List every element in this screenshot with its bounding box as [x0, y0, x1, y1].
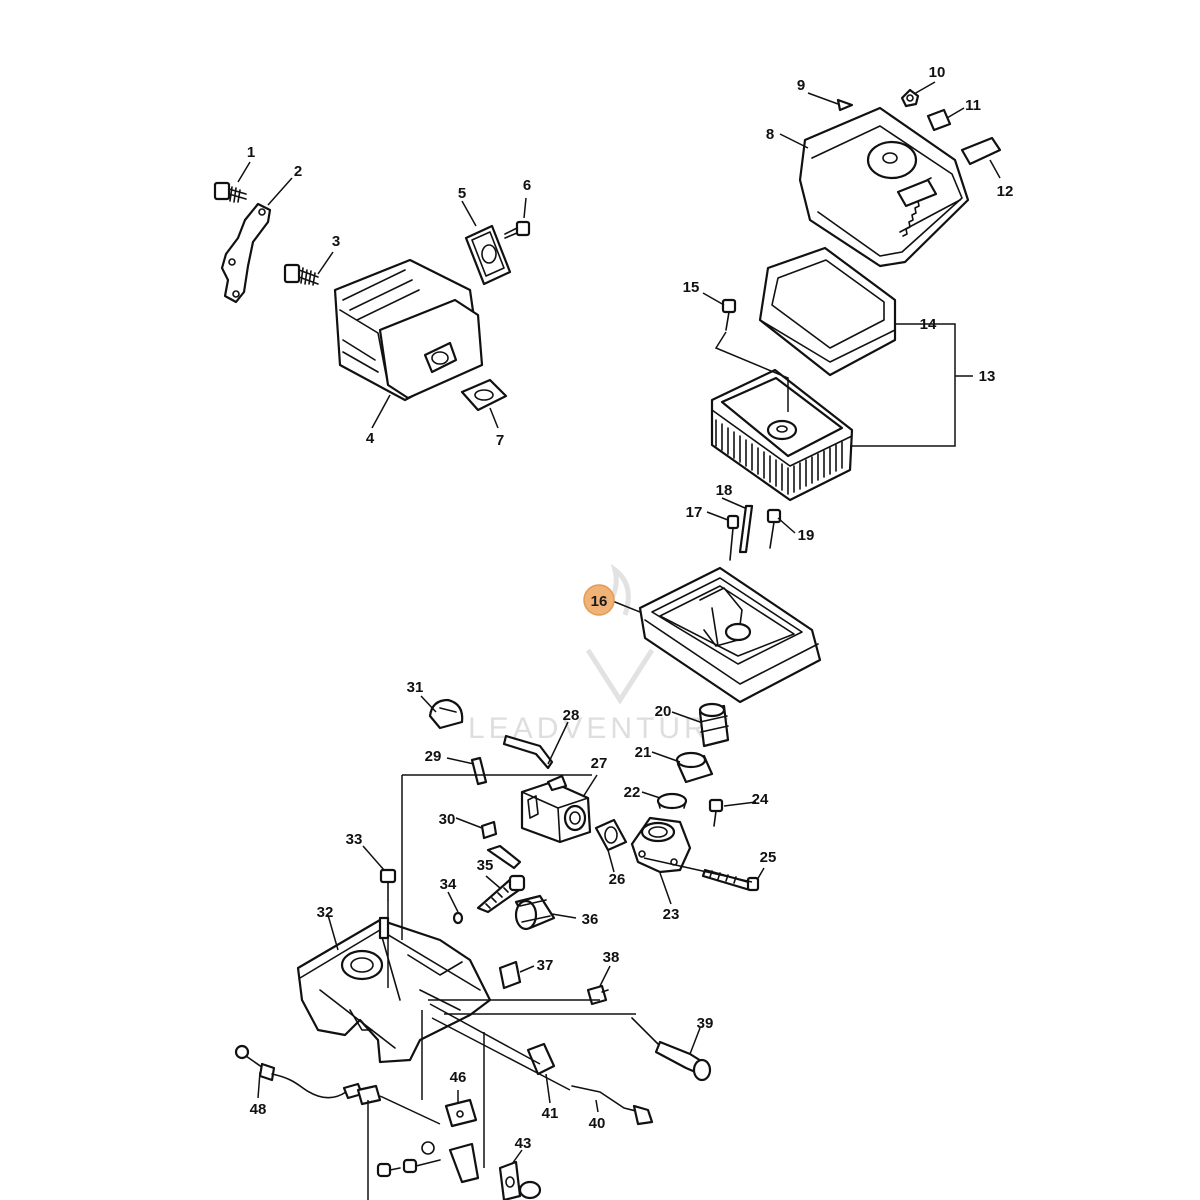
callout-32[interactable]: 32 — [317, 904, 334, 921]
part-4-muffler[interactable] — [333, 258, 484, 402]
callout-39[interactable]: 39 — [697, 1015, 714, 1032]
callout-3[interactable]: 3 — [332, 233, 340, 250]
part-40-rod[interactable] — [571, 1085, 654, 1126]
callout-18[interactable]: 18 — [716, 482, 733, 499]
part-28-hose[interactable] — [502, 734, 554, 770]
part-34-o-ring[interactable] — [452, 911, 464, 925]
part-1-screw[interactable] — [213, 181, 247, 203]
part-23-manifold[interactable] — [630, 816, 692, 874]
part-17-stud[interactable] — [726, 514, 740, 561]
callout-41[interactable]: 41 — [542, 1105, 559, 1122]
callout-8[interactable]: 8 — [766, 126, 774, 143]
part-9-clip[interactable] — [836, 98, 854, 112]
callout-9[interactable]: 9 — [797, 77, 805, 94]
callout-24[interactable]: 24 — [752, 791, 769, 808]
callout-28[interactable]: 28 — [563, 707, 580, 724]
callout-14[interactable]: 14 — [920, 316, 937, 333]
part-15-screw[interactable] — [721, 298, 737, 331]
callout-labels: 1 2 3 4 5 6 7 8 9 10 11 12 13 14 15 16 1… — [247, 64, 1014, 1152]
part-43-washer[interactable] — [498, 1160, 542, 1200]
part-36-roller[interactable] — [514, 894, 556, 931]
callout-5[interactable]: 5 — [458, 185, 466, 202]
callout-46[interactable]: 46 — [450, 1069, 467, 1086]
callout-30[interactable]: 30 — [439, 811, 456, 828]
part-27-carburetor[interactable] — [520, 774, 592, 844]
part-19-screw[interactable] — [766, 508, 782, 549]
part-16-filter-base[interactable] — [638, 566, 822, 704]
part-20-insert[interactable] — [698, 702, 730, 748]
callout-12[interactable]: 12 — [997, 183, 1014, 200]
part-5-gasket[interactable] — [464, 224, 512, 286]
callout-11[interactable]: 11 — [965, 97, 981, 114]
callout-34[interactable]: 34 — [440, 876, 457, 893]
part-31-cap[interactable] — [428, 698, 464, 730]
part-41-block[interactable] — [526, 1042, 556, 1076]
callout-2[interactable]: 2 — [294, 163, 302, 180]
part-38-clip[interactable] — [586, 984, 609, 1006]
callout-6[interactable]: 6 — [523, 177, 531, 194]
callout-1[interactable]: 1 — [247, 144, 255, 161]
callout-38[interactable]: 38 — [603, 949, 620, 966]
part-13-air-filter[interactable] — [710, 368, 854, 502]
callout-21[interactable]: 21 — [635, 744, 652, 761]
callout-highlight-16 — [583, 584, 615, 616]
callout-7[interactable]: 7 — [496, 432, 504, 449]
part-35-screw[interactable] — [476, 874, 526, 914]
part-12-label[interactable] — [960, 136, 1002, 166]
callout-37[interactable]: 37 — [537, 957, 554, 974]
callout-26[interactable]: 26 — [609, 871, 626, 888]
part-18-stud[interactable] — [738, 504, 754, 554]
callout-29[interactable]: 29 — [425, 748, 442, 765]
callout-15[interactable]: 15 — [683, 279, 700, 296]
callout-35[interactable]: 35 — [477, 857, 494, 874]
part-22-ring[interactable] — [656, 792, 688, 810]
callout-40[interactable]: 40 — [589, 1115, 606, 1132]
callout-22[interactable]: 22 — [624, 784, 641, 801]
part-8-filter-cover[interactable] — [798, 106, 970, 268]
callout-20[interactable]: 20 — [655, 703, 672, 720]
part-44-bracket[interactable] — [421, 1141, 480, 1184]
part-24-screw[interactable] — [708, 798, 724, 827]
part-21-ring[interactable] — [675, 751, 714, 784]
callout-43[interactable]: 43 — [515, 1135, 532, 1152]
part-46-bracket[interactable] — [444, 1098, 478, 1128]
part-29-tube[interactable] — [470, 756, 488, 786]
callout-36[interactable]: 36 — [582, 911, 599, 928]
part-26-gasket[interactable] — [594, 818, 628, 852]
callout-25[interactable]: 25 — [760, 849, 777, 866]
part-45-screws[interactable] — [376, 1158, 441, 1178]
part-2-bracket[interactable] — [220, 202, 272, 304]
part-6-screw[interactable] — [504, 220, 531, 239]
callout-27[interactable]: 27 — [591, 755, 608, 772]
callout-10[interactable]: 10 — [929, 64, 946, 81]
callout-13[interactable]: 13 — [979, 368, 996, 385]
part-32-chassis[interactable] — [296, 916, 492, 1064]
callout-31[interactable]: 31 — [407, 679, 424, 696]
part-33-screw[interactable] — [379, 868, 397, 901]
part-11-label[interactable] — [926, 108, 952, 132]
part-3-bolt[interactable] — [283, 263, 319, 286]
part-48-wire[interactable] — [234, 1044, 382, 1106]
callout-17[interactable]: 17 — [686, 504, 703, 521]
callout-4[interactable]: 4 — [366, 430, 375, 447]
callout-19[interactable]: 19 — [798, 527, 815, 544]
part-37-decal[interactable] — [498, 960, 522, 990]
part-39-lever[interactable] — [631, 1017, 712, 1082]
callout-leaders — [237, 81, 1001, 1165]
callout-48[interactable]: 48 — [250, 1101, 267, 1118]
part-14-filter-frame[interactable] — [758, 246, 897, 377]
callout-23[interactable]: 23 — [663, 906, 680, 923]
part-7-gasket[interactable] — [460, 378, 508, 412]
callout-33[interactable]: 33 — [346, 831, 363, 848]
part-30-fitting[interactable] — [480, 820, 522, 870]
assembly-lines — [367, 331, 789, 1200]
callout-16[interactable]: 16 — [591, 593, 608, 610]
